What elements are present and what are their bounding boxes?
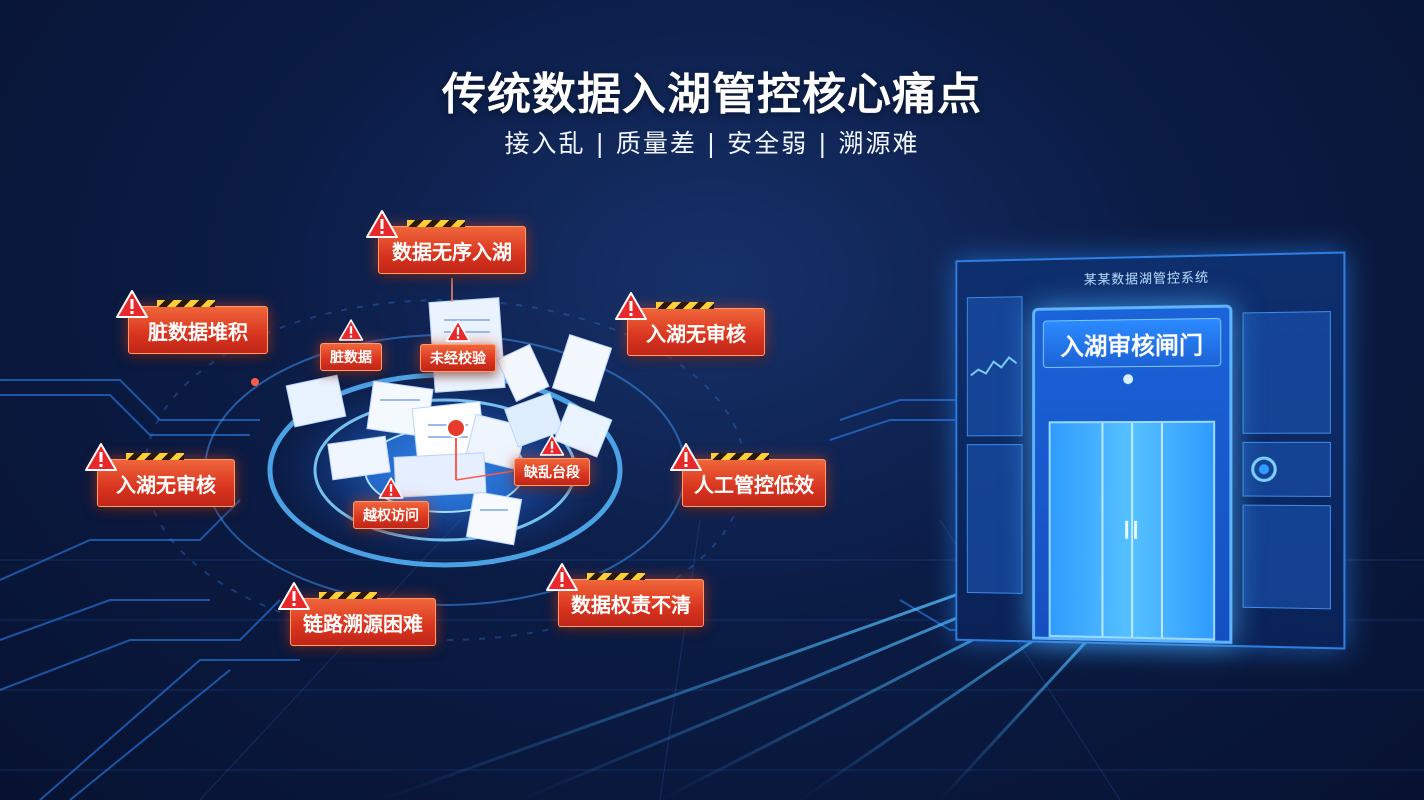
- pain-tag-label: 数据权责不清: [571, 592, 691, 617]
- pile-tag-label: 脏数据: [330, 350, 372, 366]
- gate-door: [1048, 420, 1216, 641]
- warning-icon: [338, 319, 364, 341]
- audit-gate: 某某数据湖管控系统 入湖审核闸门: [940, 248, 1350, 650]
- pain-tag-no-review-left: 入湖无审核: [85, 443, 235, 507]
- gate-door-frame: 入湖审核闸门: [1032, 304, 1233, 644]
- pain-tag-dirty-pile: 脏数据堆积: [116, 290, 268, 354]
- dashboard-screen: 某某数据湖管控系统 入湖审核闸门: [955, 251, 1346, 650]
- dashboard-panel: [1242, 311, 1331, 434]
- pain-tag-label: 人工管控低效: [694, 472, 814, 497]
- pile-tag-label: 缺乱台段: [524, 465, 580, 481]
- pile-tag-unchecked: 未经校验: [420, 320, 496, 372]
- warning-icon: [546, 563, 578, 591]
- warning-icon: [445, 320, 471, 342]
- door-handle-icon: [1125, 521, 1138, 540]
- page-subtitle: 接入乱 | 质量差 | 安全弱 | 溯源难: [504, 129, 920, 158]
- pile-tag-label: 未经校验: [430, 351, 486, 367]
- pain-tag-manual-low: 人工管控低效: [670, 443, 826, 507]
- dashboard-panel: [1242, 504, 1331, 610]
- dashboard-gauge: [1249, 454, 1280, 484]
- dashboard-title: 某某数据湖管控系统: [1083, 270, 1210, 289]
- gate-light-icon: [1123, 374, 1134, 385]
- dashboard-panel: [966, 444, 1023, 594]
- pain-tag-owner-unclear: 数据权责不清: [546, 563, 704, 627]
- warning-icon: [366, 210, 398, 238]
- pile-tag-overreach: 越权访问: [353, 477, 429, 529]
- warning-icon: [615, 292, 647, 320]
- warning-icon: [85, 443, 117, 471]
- pile-tag-missing-field: 缺乱台段: [514, 434, 590, 486]
- pain-tag-no-review-right: 入湖无审核: [615, 292, 765, 356]
- gate-sign: 入湖审核闸门: [1042, 317, 1222, 369]
- pain-tag-label: 数据无序入湖: [392, 239, 512, 264]
- warning-icon: [670, 443, 702, 471]
- pain-tag-disorder: 数据无序入湖: [366, 210, 526, 274]
- warning-icon: [378, 477, 404, 499]
- pile-tag-dirty: 脏数据: [320, 319, 382, 371]
- pain-tag-label: 入湖无审核: [116, 472, 216, 497]
- pain-tag-trace-hard: 链路溯源困难: [278, 582, 436, 646]
- location-pin-icon: [446, 418, 521, 481]
- pain-tag-label: 脏数据堆积: [148, 319, 248, 344]
- dashboard-chart: [971, 352, 1017, 382]
- page-title: 传统数据入湖管控核心痛点: [442, 69, 982, 120]
- pain-tag-label: 入湖无审核: [646, 321, 746, 346]
- warning-icon: [116, 290, 148, 318]
- warning-icon: [278, 582, 310, 610]
- pile-tag-label: 越权访问: [363, 508, 419, 524]
- pain-tag-label: 链路溯源困难: [303, 611, 423, 636]
- warning-icon: [539, 434, 565, 456]
